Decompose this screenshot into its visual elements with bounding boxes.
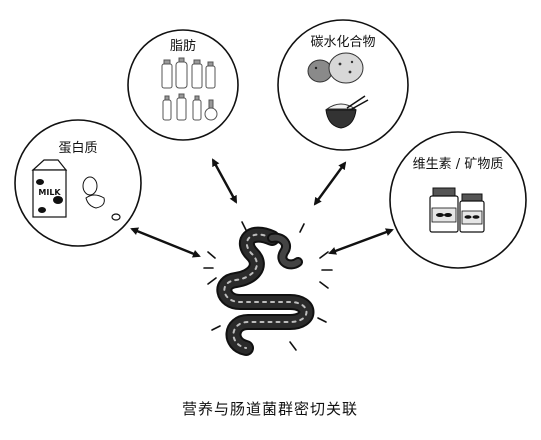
node-carbohydrate: 碳水化合物	[277, 19, 409, 151]
intestine-icon	[203, 221, 333, 356]
node-vitamin-mineral: 维生素 / 矿物质	[389, 131, 527, 269]
arrows	[130, 158, 394, 258]
node-carbohydrate-circle	[277, 19, 409, 151]
node-protein: 蛋白质 MILK	[14, 119, 142, 247]
arrow-vitamin-gut	[328, 228, 394, 255]
node-vitamin-mineral-label: 维生素 / 矿物质	[413, 157, 504, 172]
arrow-carbohydrate-gut	[313, 161, 347, 206]
node-fat-label: 脂肪	[170, 38, 196, 54]
arrow-fat-gut	[211, 158, 238, 204]
egg-icon	[82, 176, 121, 221]
milk-label: MILK	[38, 188, 61, 197]
oil-bottles-icon	[161, 57, 218, 121]
milk-carton-icon: MILK	[31, 159, 68, 218]
rice-bowl-icon	[325, 95, 369, 129]
node-protein-label: 蛋白质	[58, 140, 97, 156]
node-fat: 脂肪	[127, 29, 239, 141]
supplement-bottles-icon	[429, 187, 485, 233]
diagram-caption: 营养与肠道菌群密切关联	[182, 400, 358, 418]
arrow-protein-gut	[130, 227, 201, 258]
node-carbohydrate-label: 碳水化合物	[310, 35, 375, 50]
potato-icon	[307, 52, 364, 84]
